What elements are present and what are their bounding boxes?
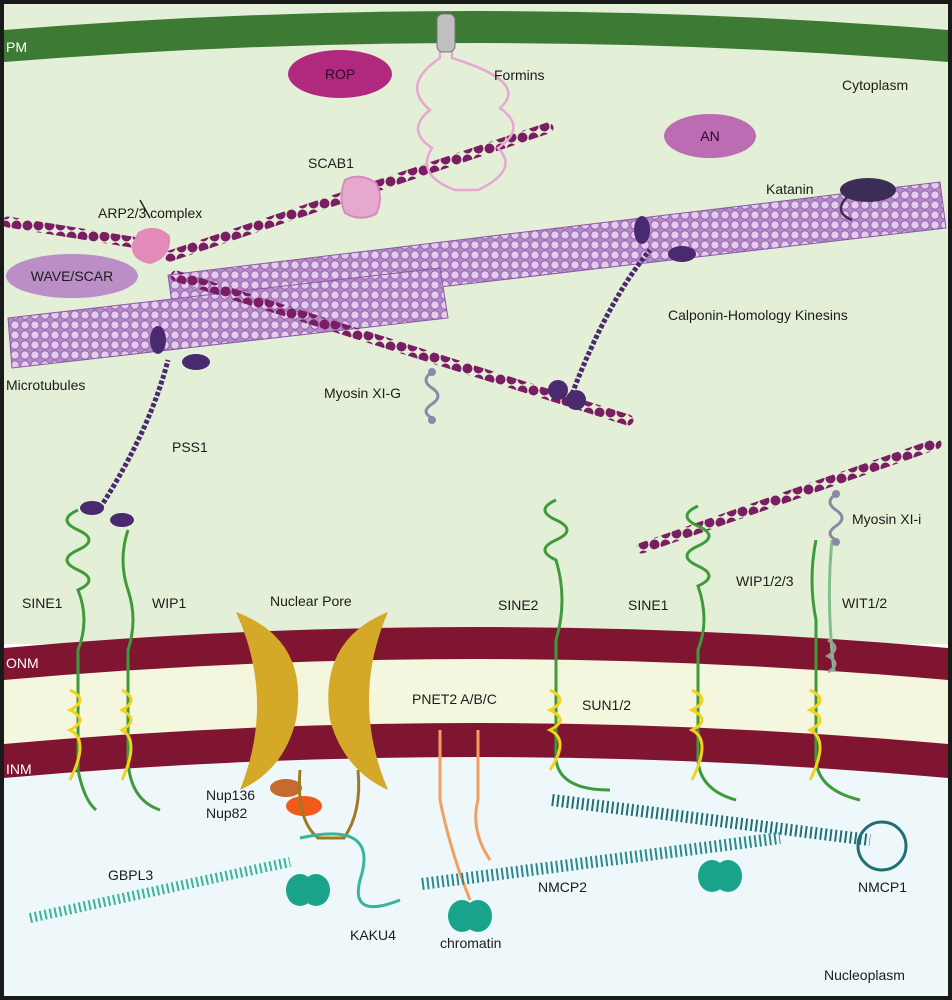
- perinuclear-space: [4, 651, 948, 748]
- sine1-right-protein: [685, 504, 737, 802]
- nup82-shape: [286, 796, 322, 816]
- ch-kinesin: [548, 216, 696, 410]
- wip123-protein: [806, 539, 861, 802]
- label-wave-scar: WAVE/SCAR: [31, 268, 113, 284]
- scab1-shape: [340, 175, 381, 219]
- formins-shape: [415, 20, 515, 192]
- sine1-left-protein: [65, 508, 98, 812]
- microtubule-lower: [7, 267, 449, 369]
- label-sine1-right: SINE1: [628, 597, 669, 613]
- label-inm: INM: [6, 761, 32, 777]
- kaku4-filament: [299, 832, 401, 909]
- label-pss1: PSS1: [172, 439, 208, 455]
- sine2-protein: [543, 498, 611, 792]
- label-sun12: SUN1/2: [582, 697, 631, 713]
- wit12-protein: [824, 539, 837, 674]
- outer-nuclear-membrane: [4, 627, 948, 680]
- label-nup82: Nup82: [206, 805, 247, 821]
- label-wip1: WIP1: [152, 595, 186, 611]
- inner-nuclear-membrane: [4, 723, 948, 778]
- pnet2-protein: [438, 730, 492, 901]
- label-myosin-xii: Myosin XI-i: [852, 511, 921, 527]
- nmcp1-coil: [856, 820, 908, 872]
- label-wip123: WIP1/2/3: [736, 573, 794, 589]
- nuclear-pore-right: [328, 612, 388, 790]
- label-nucleoplasm: Nucleoplasm: [824, 967, 905, 983]
- label-microtubules: Microtubules: [6, 377, 85, 393]
- label-katanin: Katanin: [766, 181, 813, 197]
- nmcp2-filament: [421, 832, 781, 890]
- label-wit12: WIT1/2: [842, 595, 887, 611]
- label-nmcp1: NMCP1: [858, 879, 907, 895]
- katanin-tail: [839, 195, 853, 222]
- label-sine2: SINE2: [498, 597, 539, 613]
- label-formins: Formins: [494, 67, 545, 83]
- label-chromatin: chromatin: [440, 935, 501, 951]
- label-gbpl3: GBPL3: [108, 867, 153, 883]
- katanin-shape: [840, 178, 896, 202]
- chromatin-nucleosomes: [286, 860, 742, 932]
- label-scab1: SCAB1: [308, 155, 354, 171]
- arp23-pointer: [139, 199, 151, 219]
- gbpl3-filament: [28, 857, 292, 923]
- an-oval: [664, 114, 756, 158]
- label-arp23: ARP2/3 complex: [98, 205, 202, 221]
- nmcp1-filament: [551, 794, 871, 846]
- label-nuclear-pore: Nuclear Pore: [270, 593, 352, 609]
- arp23-shape: [131, 227, 171, 264]
- label-pnet2: PNET2 A/B/C: [412, 691, 497, 707]
- label-nmcp2: NMCP2: [538, 879, 587, 895]
- label-onm: ONM: [6, 655, 39, 671]
- rop-oval: [288, 50, 392, 98]
- wave-scar-oval: [6, 254, 138, 298]
- label-myosin-xig: Myosin XI-G: [324, 385, 401, 401]
- nuclear-basket: [297, 769, 361, 840]
- nup136-shape: [270, 779, 302, 797]
- label-rop: ROP: [325, 66, 355, 82]
- myosin-xii: [828, 490, 844, 546]
- label-cytoplasm: Cytoplasm: [842, 77, 908, 93]
- formins-anchor: [436, 13, 456, 53]
- label-ch-kinesins: Calponin-Homology Kinesins: [668, 307, 848, 323]
- wip1-protein: [118, 529, 161, 812]
- label-an: AN: [700, 128, 719, 144]
- label-nup136: Nup136: [206, 787, 255, 803]
- myosin-xig: [424, 368, 440, 424]
- label-pm: PM: [6, 39, 27, 55]
- nucleoplasm-area: [4, 752, 948, 996]
- plasma-membrane: [4, 11, 948, 62]
- label-kaku4: KAKU4: [350, 927, 396, 943]
- nuclear-pore-left: [236, 612, 299, 790]
- label-sine1-left: SINE1: [22, 595, 63, 611]
- pss1-motor: [80, 326, 210, 527]
